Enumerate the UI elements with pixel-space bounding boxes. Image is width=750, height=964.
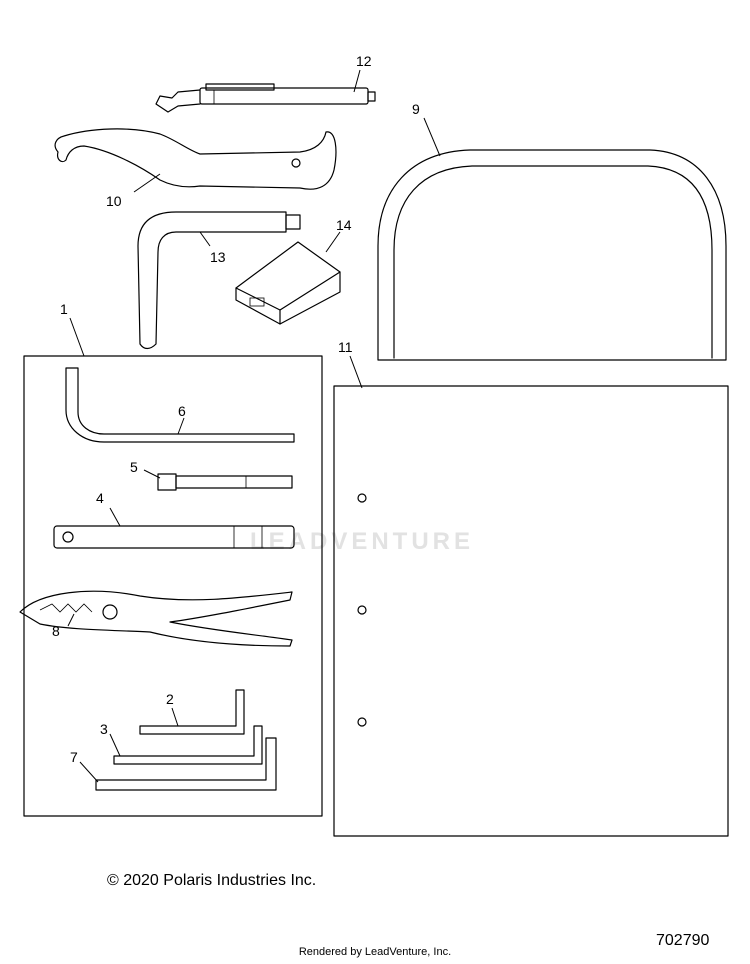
leader-14 xyxy=(325,231,341,253)
diagram-number: 702790 xyxy=(656,932,710,949)
copyright-notice: © 2020 Polaris Industries Inc. xyxy=(107,872,317,889)
callout-8: 8 xyxy=(52,623,60,639)
leader-12 xyxy=(353,69,361,93)
part-5-socket xyxy=(157,473,293,491)
callout-2: 2 xyxy=(166,691,174,707)
leader-11 xyxy=(349,355,363,389)
leadventure-watermark: LEADVENTURE xyxy=(250,528,475,555)
part-6-hex-key xyxy=(65,367,295,443)
part-3-hex-key xyxy=(113,725,263,765)
leader-9 xyxy=(423,117,441,157)
callout-11: 11 xyxy=(338,339,353,355)
part-9-frame xyxy=(377,149,727,361)
leader-10 xyxy=(133,173,161,193)
part-1-tool-kit-box xyxy=(23,355,323,817)
part-7-hex-key xyxy=(95,737,277,791)
callout-13: 13 xyxy=(210,249,226,265)
part-2-hex-key xyxy=(139,689,245,735)
part-8-pliers xyxy=(19,590,293,647)
part-11-manual xyxy=(333,385,729,837)
part-4-plug-wrench xyxy=(53,525,295,549)
render-credit: Rendered by LeadVenture, Inc. xyxy=(298,946,452,958)
callout-6: 6 xyxy=(178,403,186,419)
leader-6 xyxy=(177,417,185,435)
callout-10: 10 xyxy=(106,193,122,209)
callout-14: 14 xyxy=(336,217,352,233)
leader-5 xyxy=(143,469,161,479)
callout-4: 4 xyxy=(96,490,104,506)
callout-3: 3 xyxy=(100,721,108,737)
part-14-case xyxy=(235,241,341,325)
part-13-l-bar xyxy=(137,211,301,350)
leader-3 xyxy=(109,733,121,757)
callout-9: 9 xyxy=(412,101,420,117)
part-10-spanner-wrench xyxy=(54,128,337,190)
callout-5: 5 xyxy=(130,459,138,475)
callout-7: 7 xyxy=(70,749,78,765)
leader-7 xyxy=(79,761,99,783)
leader-1 xyxy=(69,317,85,357)
callout-1: 1 xyxy=(60,301,68,317)
leader-13 xyxy=(199,231,211,247)
leader-4 xyxy=(109,507,121,527)
leader-8 xyxy=(67,613,75,627)
part-12-tool xyxy=(155,83,376,113)
callout-12: 12 xyxy=(356,53,372,69)
leader-2 xyxy=(171,707,179,727)
